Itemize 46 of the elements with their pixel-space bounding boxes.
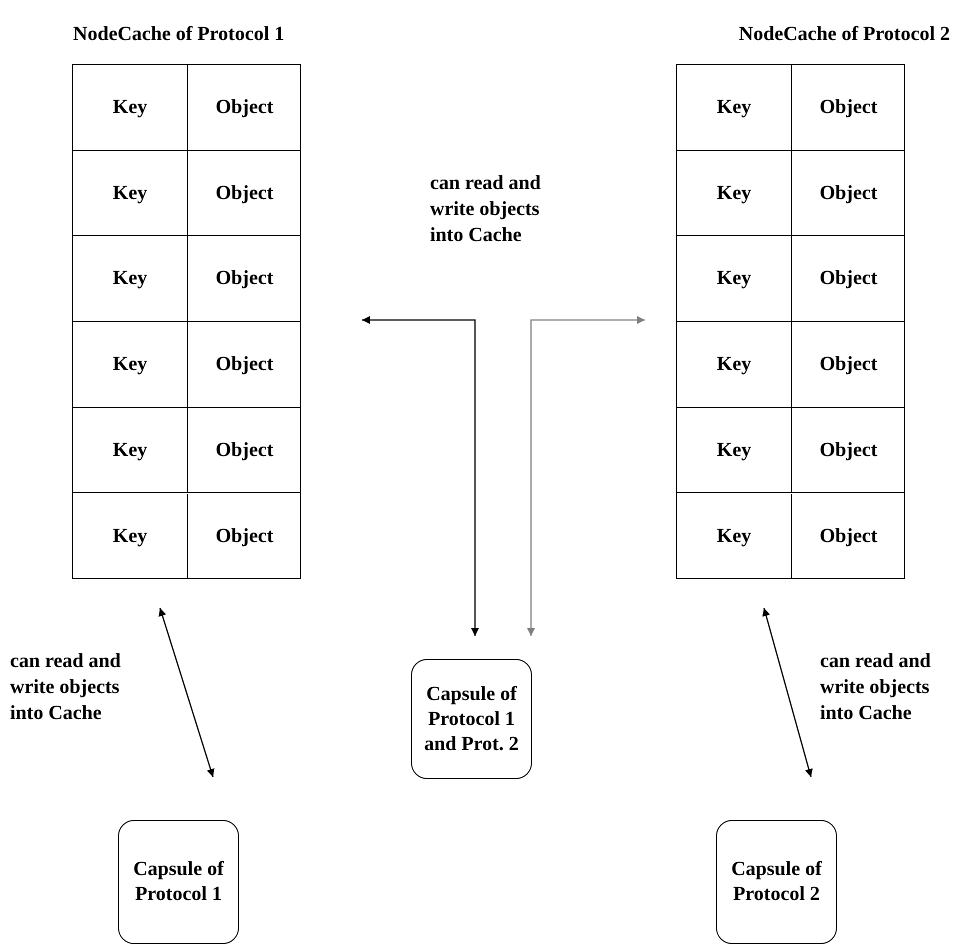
cell-text: Object: [216, 438, 274, 462]
capsule-box: [118, 820, 239, 944]
arrow: [762, 608, 813, 778]
capsule-box: [411, 659, 532, 779]
cell-text: Key: [716, 182, 752, 205]
arrow: [158, 608, 214, 778]
table-cell: [677, 236, 792, 322]
cell-text: Object: [216, 96, 274, 119]
table-cell: [73, 322, 188, 408]
cell-text: Key: [716, 438, 752, 462]
cell-text: Key: [112, 438, 148, 462]
cell-text: Key: [112, 352, 148, 376]
cell-text: Object: [820, 524, 878, 548]
table-title: NodeCache of Protocol 1: [73, 23, 284, 46]
cell-text: Object: [216, 352, 274, 376]
table-cell: [677, 408, 792, 494]
table-cell: [73, 408, 188, 494]
cell-text: Key: [716, 524, 752, 548]
cell-text: Object: [820, 96, 878, 119]
capsule-label: Capsule of Protocol 2: [730, 857, 823, 907]
cell-text: Object: [820, 438, 878, 462]
cell-text: Key: [112, 182, 148, 205]
table-cell: [73, 236, 188, 322]
table-cell: [677, 150, 792, 236]
table-cell: [677, 322, 792, 408]
cell-text: Object: [216, 524, 274, 548]
capsule-label: Capsule of Protocol 1 and Prot. 2: [423, 682, 520, 756]
table-cell: [73, 150, 188, 236]
cell-text: Object: [216, 182, 274, 205]
cell-text: Key: [112, 267, 148, 290]
cell-text: Object: [820, 182, 878, 205]
capsule-box: [716, 820, 837, 944]
table-cell: [677, 65, 792, 151]
cell-text: Key: [716, 267, 752, 290]
arrow: [527, 316, 645, 636]
cell-text: Object: [820, 352, 878, 376]
cell-text: Object: [820, 267, 878, 290]
cell-text: Key: [716, 352, 752, 376]
cell-text: Object: [216, 267, 274, 290]
cell-text: Key: [112, 96, 148, 119]
capsule-label: Capsule of Protocol 1: [132, 857, 225, 907]
arrow: [362, 316, 479, 636]
cell-text: Key: [112, 524, 148, 548]
cell-text: Key: [716, 96, 752, 119]
table-title: NodeCache of Protocol 2: [738, 23, 950, 46]
table-cell: [73, 65, 188, 151]
